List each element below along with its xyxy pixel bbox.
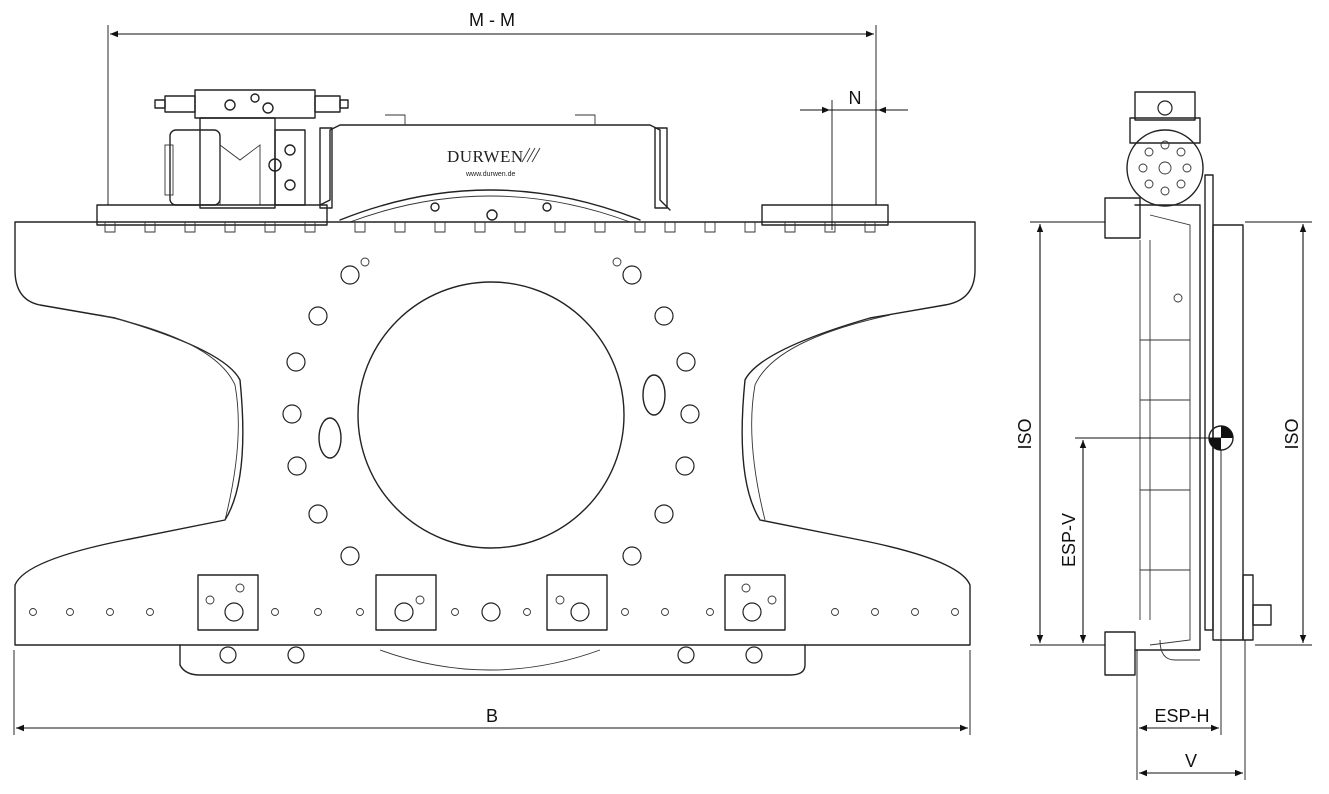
dim-label-mm: M - M: [469, 10, 515, 30]
dim-label-iso-right: ISO: [1282, 418, 1302, 449]
side-view: [1104, 91, 1272, 676]
right-arm-inner: [751, 314, 891, 521]
top-notches: [104, 222, 876, 233]
dim-label-esp-h: ESP-H: [1154, 706, 1209, 726]
center-housing: DURWEN www.durwen.de: [319, 114, 671, 223]
dim-label-iso-left: ISO: [1015, 418, 1035, 449]
right-slot: [642, 374, 666, 416]
dimension-lines: [13, 25, 1312, 780]
side-fork-plate: [1212, 224, 1244, 641]
dim-label-esp-v: ESP-V: [1059, 513, 1079, 567]
brand-url-text: www.durwen.de: [465, 171, 516, 178]
central-bore: [357, 281, 625, 549]
brand-logo-text: DURWEN: [447, 147, 524, 166]
dim-label-n: N: [849, 88, 862, 108]
side-plate: [1134, 204, 1201, 651]
left-slot: [318, 417, 342, 459]
bottom-slide: [179, 644, 806, 676]
carriage-plate: [14, 221, 976, 646]
bottom-blocks: [197, 574, 786, 664]
logo-stripes-icon: [521, 147, 541, 163]
motor-face: [1126, 129, 1204, 207]
left-arm-inner: [99, 314, 239, 521]
valve-block: [154, 89, 349, 209]
front-view: DURWEN www.durwen.de: [14, 89, 976, 676]
hole-row: [29, 608, 959, 616]
bolt-circle: [282, 257, 700, 566]
dim-label-v: V: [1185, 751, 1197, 771]
left-top-plate: [96, 204, 328, 226]
dim-label-b: B: [486, 706, 498, 726]
